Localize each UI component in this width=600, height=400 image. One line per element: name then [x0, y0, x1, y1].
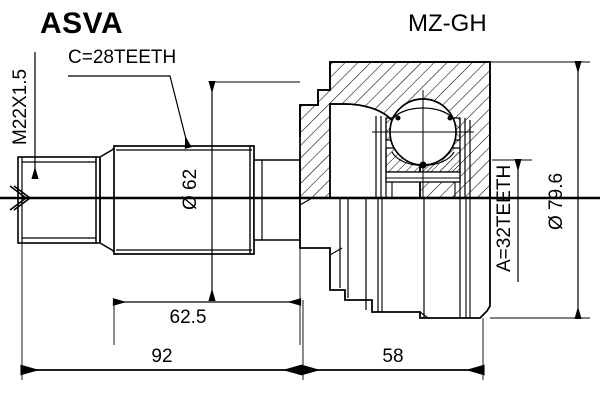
inner-spline-label: C=28TEETH [68, 47, 176, 68]
thread-spec-label: M22X1.5 [10, 69, 31, 145]
splined-shaft [113, 145, 255, 255]
dimension-shaft-diameter: Ø 62 [180, 80, 300, 302]
dimension-joint-length: 58 [301, 300, 485, 380]
shaft-length-label: 62.5 [170, 307, 207, 328]
dimension-shaft-length: 62.5 [112, 248, 302, 345]
callout-outer-spline: A=32TEETH [492, 158, 532, 282]
joint-outline-lower [299, 197, 491, 319]
outer-spline-label: A=32TEETH [494, 165, 515, 272]
joint-length-label: 58 [382, 346, 403, 367]
callout-inner-spline: C=28TEETH [68, 47, 192, 149]
part-number-title: MZ-GH [408, 10, 487, 37]
dimension-joint-diameter: Ø 79.6 [490, 60, 590, 320]
threaded-shaft [17, 156, 101, 244]
brand-logo: ASVA [40, 7, 123, 40]
dimension-thread-spec: M22X1.5 [10, 52, 39, 180]
shaft-diameter-label: Ø 62 [180, 169, 201, 210]
total-shaft-length-label: 92 [151, 346, 172, 367]
ball-and-cage [372, 90, 474, 198]
dimension-total-shaft-length: 92 [20, 243, 302, 380]
shaft-shoulder [253, 152, 301, 248]
center-axis-line [0, 185, 600, 211]
cv-joint-geometry [17, 61, 491, 319]
joint-diameter-label: Ø 79.6 [546, 173, 567, 230]
